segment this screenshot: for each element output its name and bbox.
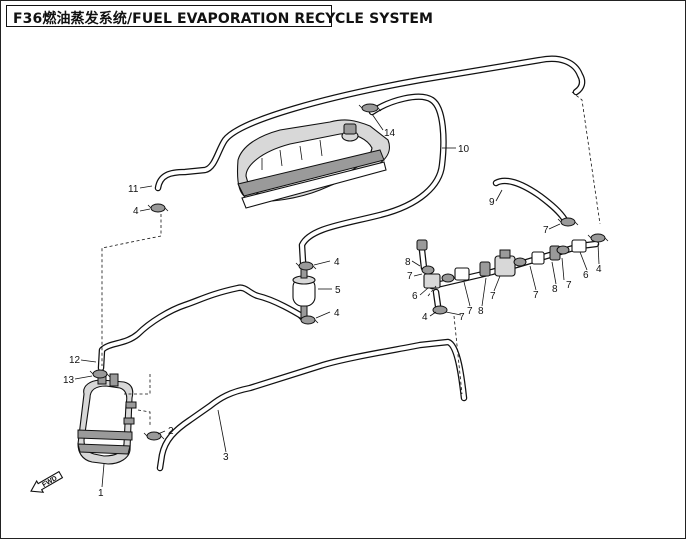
fwd-label: FWD [41,475,58,489]
callout-7: 7 [407,271,413,282]
callout-10: 10 [458,144,470,155]
callout-7: 7 [490,291,496,302]
callout-8: 8 [478,306,484,317]
callout-5: 5 [335,285,341,296]
callout-4: 4 [334,308,340,319]
callout-9: 9 [489,197,495,208]
fuel-filter-illustration [292,263,316,319]
hose-10 [298,93,447,266]
callout-3: 3 [223,452,229,463]
leader-lines [74,113,600,488]
callout-4: 4 [422,312,428,323]
hose-12 [97,284,309,372]
callout-4: 4 [334,257,340,268]
carbon-canister-illustration [77,371,137,465]
callout-6: 6 [583,270,589,281]
callout-14: 14 [384,128,396,139]
callout-7: 7 [543,225,549,236]
callout-7: 7 [459,312,465,323]
callout-2: 2 [168,426,174,437]
callout-labels: 1 2 3 4 4 4 4 4 5 6 6 7 7 7 7 7 7 7 8 8 … [63,128,602,499]
hose-clamps [89,103,609,441]
callout-12: 12 [69,355,81,366]
callout-8: 8 [552,284,558,295]
callout-1: 1 [98,488,104,499]
title-box: F36燃油蒸发系统/FUEL EVAPORATION RECYCLE SYSTE… [6,5,433,27]
fuel-tank-illustration [236,119,390,209]
callout-7: 7 [566,280,572,291]
callout-6: 6 [412,291,418,302]
callout-11: 11 [128,184,139,195]
hose-9 [492,177,569,224]
callout-8: 8 [405,257,411,268]
callout-7: 7 [467,306,473,317]
fwd-arrow-icon: FWD [30,470,64,493]
callout-4: 4 [133,206,139,217]
hose-3 [156,338,468,472]
callout-7: 7 [533,290,539,301]
vent-hose-11 [154,55,586,192]
callout-4: 4 [596,264,602,275]
diagram-title: F36燃油蒸发系统/FUEL EVAPORATION RECYCLE SYSTE… [13,11,434,27]
callout-13: 13 [63,375,75,386]
assembly-lines [101,91,601,426]
